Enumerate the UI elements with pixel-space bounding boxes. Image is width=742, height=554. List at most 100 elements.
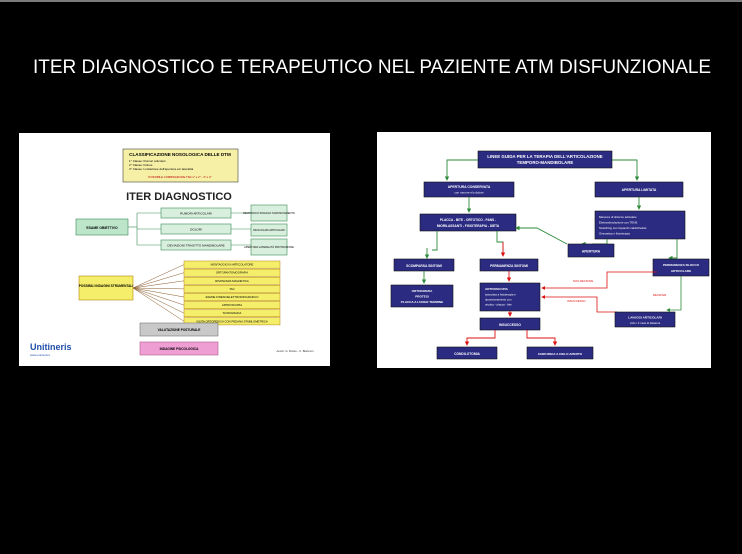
manovre-line-4: Ginnastica e fisioterapia [599,232,630,236]
lg-title-2: TEMPORO-MANDIBOLARE [517,160,574,165]
unitineris-site: www.unitineris.it [30,353,50,357]
exam-sub-box-1 [250,204,288,222]
indagini-item-box [183,285,281,293]
exam-item-1: RUMORI ARTICOLARI [180,212,212,216]
classification-combo: POSSIBILE COMBINAZIONE TRA 1° e 2° - 3° … [148,175,211,179]
chirurgia-box [526,346,594,360]
indagini-item: RISONANZA MAGNETICA [215,279,249,283]
iter-heading: ITER DIAGNOSTICO [126,191,232,203]
apertura-limitata-label: APERTURA LIMITATA [622,188,657,192]
indagini-connector [132,280,185,289]
indagini-item-box [183,268,281,277]
permanenza-sintomi-label: PERMANENZA SINTOMI [490,264,528,268]
indagini-item: MONTAGGIO IN ARTICOLATORE [211,263,254,267]
recidive-label: RECIDIVE [653,293,666,297]
manovre-box [594,210,686,240]
ortodonzia-box [390,284,454,308]
artroscopia-box [479,282,541,312]
indagini-item-box [183,309,281,318]
indagini-connector [132,287,185,298]
exam-sub-1: RECIPROCO SINGOLO SCROSCIAMENTO [243,211,295,215]
manovre-line-3: Stretching con impacchi caldo/freddo [599,226,647,230]
indagini-item-box [183,317,281,326]
slide-iter-diagnostico: CLASSIFICAZIONE NOSOLOGICA DELLE DTM 1° … [19,133,330,366]
indagini-connector [132,287,185,290]
indagini-connectors [132,264,185,322]
indagini-item: VISITA ORTOPEDICA CON PEDANA STABILOMETR… [196,319,268,323]
classification-title: CLASSIFICAZIONE NOSOLOGICA DELLE DTM [129,152,231,157]
artroscopia-3: riposizionamento con [485,298,512,302]
indagini-item: ARTROSCOPIA [222,303,242,307]
artroscopia-1: ARTROSCOPIA [485,287,509,291]
indagini-item-box [183,260,281,269]
placca-box [419,213,517,232]
non-recidive-label: NON RECIDIVE [573,279,593,283]
artroscopia-2: associata a fisioterapia e [485,293,516,297]
indagini-connector [132,272,185,289]
classification-line-3: 3° Classe: Limitazione dell'apertura e/o… [129,167,193,171]
exam-item-2: DOLORI [190,228,202,232]
insuccesso-label: INSUCCESSO [499,323,521,327]
classification-line-2: 2° Classe: Dolore [129,163,153,167]
manovre-line-1: Manovre di sblocco articolare [599,215,637,219]
manovre-line-2: Elettrostimolazione con TENS [599,221,637,225]
indagini-item-box [183,293,281,301]
ortodonzia-1: ORTODONZIA [412,289,434,293]
scomparsa-sintomi-label: SCOMPARSA SINTOMI [406,264,442,268]
classification-box [122,148,239,183]
indagini-item-box [183,301,281,309]
exam-sub-box-3 [250,238,288,256]
lg-title-1: LINEE GUIDA PER LA TERAPIA DELL'ARTICOLA… [487,154,603,159]
indagini-item-box [183,276,281,285]
indagine-psicologica-box [139,341,219,356]
artroscopia-4: ortotico - placca - bite [485,303,512,307]
esame-obiettivo-label: ESAME OBIETTIVO [86,226,118,230]
lavaggi-1: LAVAGGI ARTICOLARI [628,316,662,320]
exam-item-3: DEVIAZIONI TRAGITTO MANDIBOLARE [167,244,224,248]
apertura-conservata-label: APERTURA CONSERVATA [448,185,491,189]
indagine-psicologica-label: INDAGINE PSICOLOGICA [160,347,199,351]
permanenza-blocco-box [652,258,710,277]
insuccesso-box [479,317,541,331]
exam-sub-2: MUSCOLARI ARTICOLARI [253,228,285,232]
permanenza-blocco-1: PERMANENZA BLOCCO [663,263,700,267]
apertura-box [567,243,615,258]
indagini-connector [132,287,185,322]
apertura-conservata-sub: con rumore e/o dolore [454,191,484,195]
linee-guida-flowchart: LINEE GUIDA PER LA TERAPIA DELL'ARTICOLA… [390,150,710,360]
exam-sub-box-2 [250,223,288,237]
ortodonzia-3: PLACCA A LUNGO TERMINE [401,300,443,304]
placca-line-2: MIORILASSANTI - FISIOTERAPIA - DIETA [437,224,500,228]
placca-line-1: PLACCA - BITE - ORTOTICO - PANS - [440,218,496,222]
indagini-box [78,275,134,301]
slide-linee-guida: LINEE GUIDA PER LA TERAPIA DELL'ARTICOLA… [377,132,711,368]
indagini-item: ORTOPANTOMOGRAFIA [216,271,248,275]
indagini-item: ESAME KINESIOELETTROMIOGRAFICO [206,295,260,299]
condilotomia-box [436,346,498,360]
indagini-connector [132,287,185,314]
iter-diagnostico-diagram: CLASSIFICAZIONE NOSOLOGICA DELLE DTM 1° … [30,148,314,357]
indagini-connector [132,264,185,289]
lg-title-box [477,150,613,169]
unitineris-logo: Unitineris [30,342,72,352]
classification-line-1: 1° Classe: Rumori articolari [129,159,166,163]
lavaggi-2: ciclo / 3 mesi di distanza [630,321,661,325]
indagini-label: POSSIBILI INDAGINI STRUMENTALI [79,284,134,288]
valutazione-posturale-box [139,322,219,337]
window-top-border [0,0,742,2]
chirurgia-label: CHIRURGIA A CIELO APERTO [538,352,583,356]
indagini-item: SONOGRAFIA [223,311,242,315]
indagini-item: TAC [229,287,234,291]
permanenza-blocco-2: ARTICOLARE [671,269,691,273]
exam-sub-3: APERTURA LATERALITÀ PROTRUSIONE [244,245,294,249]
insuccesso-label-red: INSUCCESSO [567,299,586,303]
page-title: ITER DIAGNOSTICO E TERAPEUTICO NEL PAZIE… [33,57,712,78]
valutazione-posturale-label: VALUTAZIONE POSTURALE [158,328,201,332]
ortodonzia-2: PROTESI [415,295,429,299]
condilotomia-label: CONDILOTOMIA [454,352,480,356]
indagini-connector [132,287,185,306]
slide1-authors: Autori: G. Diviso - C. Bianconi [277,349,314,353]
lavaggi-box [614,311,676,328]
indagini-items: MONTAGGIO IN ARTICOLATORE ORTOPANTOMOGRAF… [183,260,281,326]
apertura-label: APERTURA [582,250,601,254]
